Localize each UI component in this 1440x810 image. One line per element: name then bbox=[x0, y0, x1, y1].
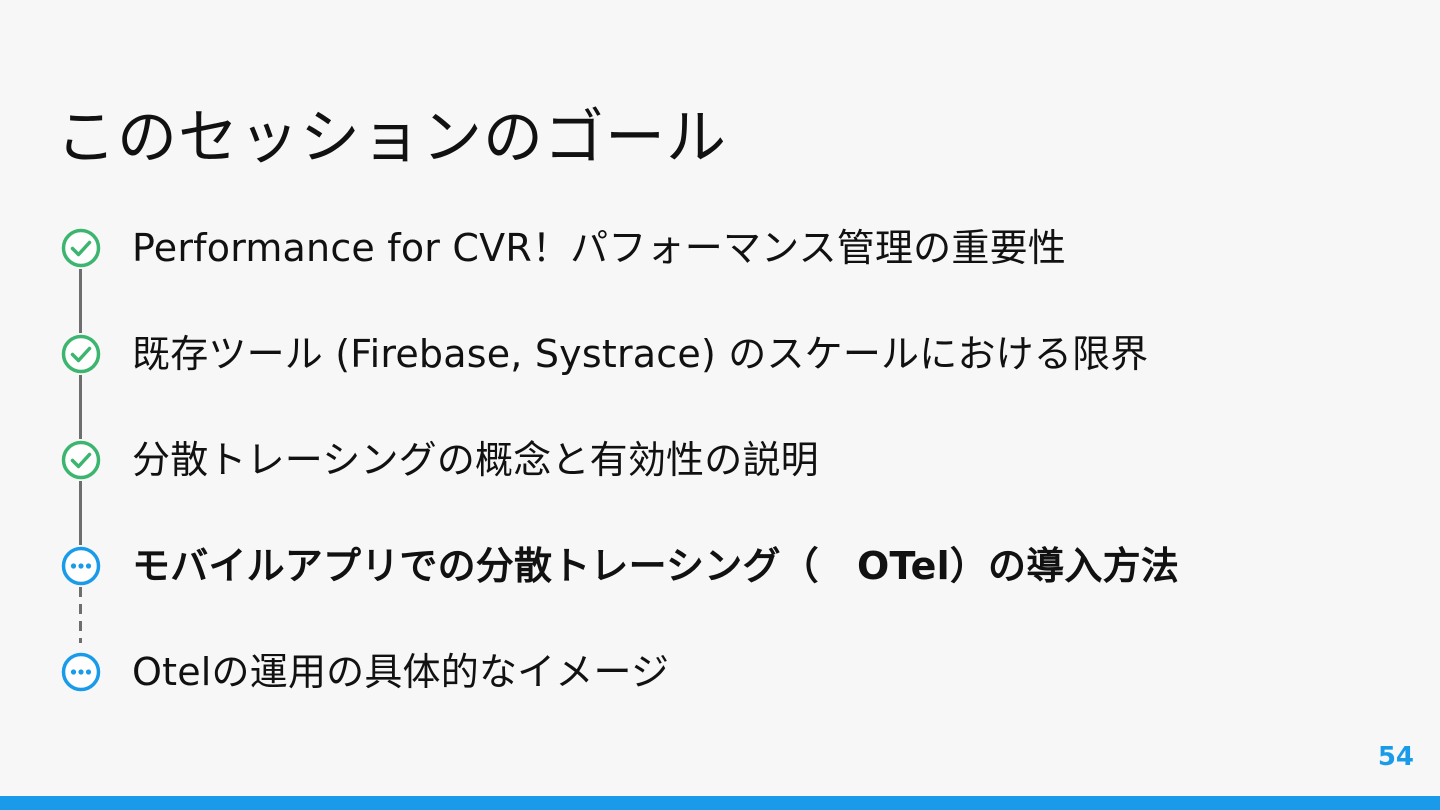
timeline-connector-2 bbox=[79, 375, 82, 439]
timeline-connector-4 bbox=[79, 587, 82, 643]
goal-item-1: Performance for CVR！パフォーマンス管理の重要性 bbox=[60, 226, 1066, 270]
check-circle-icon bbox=[61, 440, 101, 480]
check-circle-icon bbox=[61, 228, 101, 268]
check-circle-icon bbox=[61, 334, 101, 374]
goal-item-3: 分散トレーシングの概念と有効性の説明 bbox=[60, 438, 819, 482]
timeline-connector-1 bbox=[79, 269, 82, 333]
goal-item-5: Otelの運用の具体的なイメージ bbox=[60, 650, 669, 694]
page-number: 54 bbox=[1377, 742, 1414, 772]
bottom-accent-bar bbox=[0, 796, 1440, 810]
goal-label: 分散トレーシングの概念と有効性の説明 bbox=[132, 438, 819, 482]
goal-label: Performance for CVR！パフォーマンス管理の重要性 bbox=[132, 226, 1066, 270]
timeline-connector-3 bbox=[79, 481, 82, 545]
goal-label: Otelの運用の具体的なイメージ bbox=[132, 650, 670, 694]
goal-item-2: 既存ツール (Firebase, Systrace) のスケールにおける限界 bbox=[60, 332, 1148, 376]
ellipsis-circle-icon bbox=[61, 546, 101, 586]
goal-label: 既存ツール (Firebase, Systrace) のスケールにおける限界 bbox=[132, 332, 1149, 376]
ellipsis-circle-icon bbox=[61, 652, 101, 692]
goal-item-4: モバイルアプリでの分散トレーシング（ OTel）の導入方法 bbox=[60, 544, 1179, 588]
goal-label-current: モバイルアプリでの分散トレーシング（ OTel）の導入方法 bbox=[132, 544, 1180, 588]
slide-title: このセッションのゴール bbox=[56, 103, 727, 173]
